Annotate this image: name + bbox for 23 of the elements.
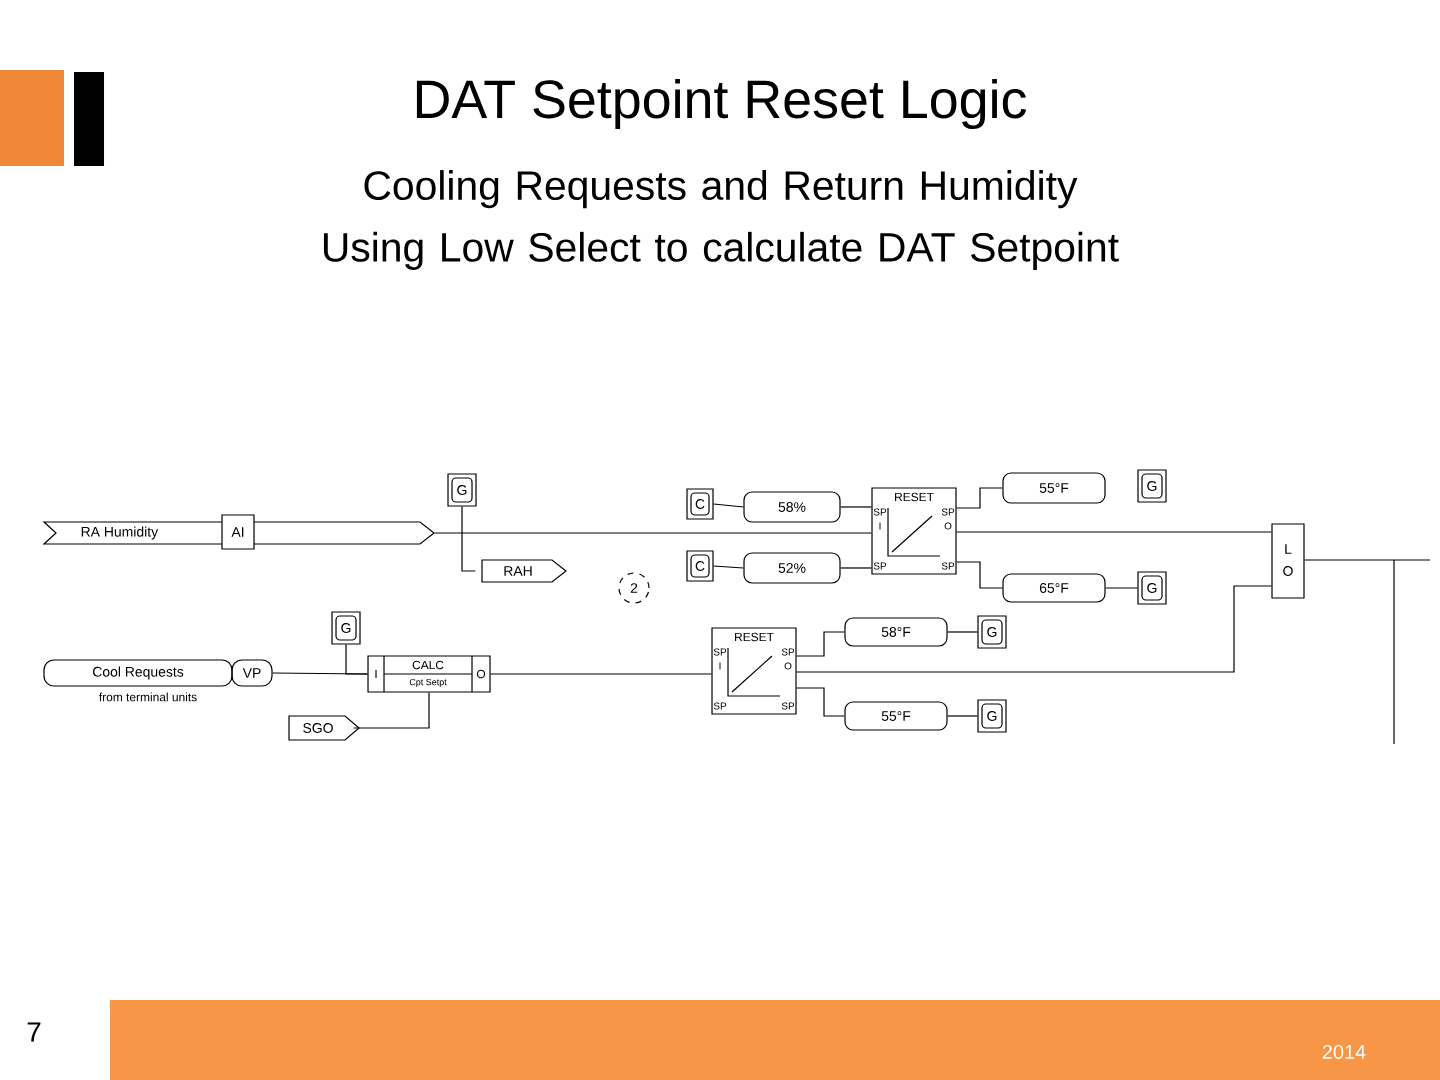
wire: [345, 644, 368, 675]
wire: [796, 687, 845, 717]
wire: [353, 692, 430, 729]
wire: [461, 506, 476, 572]
wire: [490, 673, 712, 675]
wire: [840, 506, 872, 508]
wire: [796, 631, 845, 657]
wire: [956, 531, 1272, 533]
wire: [713, 565, 744, 569]
wire: [713, 503, 744, 508]
slide-subtitle: Cooling Requests and Return Humidity Using Low Select to calculate DAT Setpoint: [323, 170, 1119, 270]
wire: [956, 561, 1003, 589]
wire: [796, 585, 1272, 673]
page-number: 7: [27, 1022, 41, 1042]
slide-title: DAT Setpoint Reset Logic: [416, 78, 1026, 130]
wire: [947, 715, 978, 717]
wire: [947, 631, 978, 633]
wire: [434, 532, 872, 534]
year-text: 2014: [1322, 1044, 1366, 1060]
wire: [1105, 587, 1138, 589]
wire: [840, 567, 872, 569]
wire: [1304, 559, 1431, 561]
wire: [956, 487, 1003, 509]
